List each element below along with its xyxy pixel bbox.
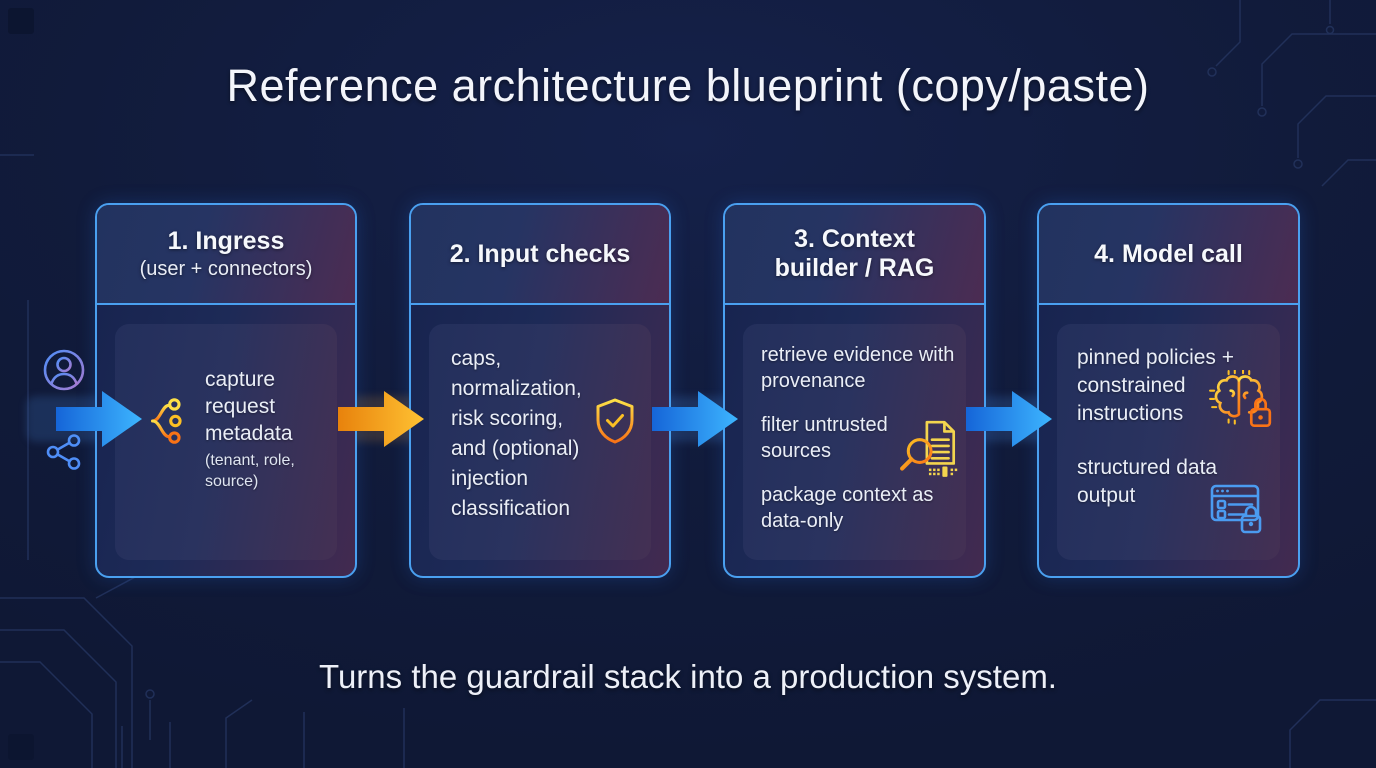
card-ingress: 1. Ingress (user + connectors) capture r… — [95, 203, 357, 578]
page-title: Reference architecture blueprint (copy/p… — [226, 60, 1150, 111]
arrow-input-checks-to-context — [652, 391, 738, 447]
card-body-item: pinned policies + constrained instructio… — [1077, 346, 1235, 425]
card-ingress-header: 1. Ingress (user + connectors) — [97, 205, 355, 305]
card-body-item: retrieve evidence with provenance — [761, 344, 955, 392]
card-body-text: capture request metadata — [205, 368, 293, 445]
card-context-builder-header: 3. Context builder / RAG — [725, 205, 984, 305]
card-title: 2. Input checks — [449, 239, 631, 268]
arrow-ingress-to-input-checks — [338, 391, 424, 447]
share-icon — [46, 434, 81, 470]
card-model-call-header: 4. Model call — [1039, 205, 1298, 305]
card-title: 4. Model call — [1094, 239, 1243, 268]
card-body-item: package context as data-only — [761, 484, 934, 532]
window-lock-icon — [1210, 484, 1262, 534]
card-body-note: (tenant, role, source) — [205, 452, 295, 490]
branch-icon — [138, 398, 182, 444]
brain-lock-icon — [1209, 370, 1272, 428]
card-context-builder-body: retrieve evidence with provenance filter… — [743, 324, 966, 560]
card-subtitle: (user + connectors) — [139, 258, 313, 281]
card-input-checks: 2. Input checks caps, normalization, ris… — [409, 203, 671, 578]
card-model-call: 4. Model call pinned policies + constrai… — [1037, 203, 1300, 578]
arrow-context-to-model — [966, 391, 1052, 447]
card-title: 1. Ingress — [167, 226, 285, 255]
card-body-text: caps, normalization, risk scoring, and (… — [451, 347, 582, 520]
user-icon — [43, 349, 85, 391]
card-input-checks-body: caps, normalization, risk scoring, and (… — [429, 324, 651, 560]
document-search-icon — [900, 420, 958, 477]
shield-check-icon — [596, 398, 634, 444]
card-body-item: filter untrusted sources — [761, 414, 888, 462]
card-ingress-body: capture request metadata (tenant, role, … — [115, 324, 337, 560]
card-input-checks-header: 2. Input checks — [411, 205, 669, 305]
card-title: 3. Context builder / RAG — [774, 225, 935, 282]
arrow-input-to-ingress — [56, 391, 142, 447]
card-body-item: structured data output — [1077, 456, 1218, 507]
caption: Turns the guardrail stack into a product… — [319, 658, 1057, 695]
card-context-builder: 3. Context builder / RAG retrieve eviden… — [723, 203, 986, 578]
card-model-call-body: pinned policies + constrained instructio… — [1057, 324, 1280, 560]
